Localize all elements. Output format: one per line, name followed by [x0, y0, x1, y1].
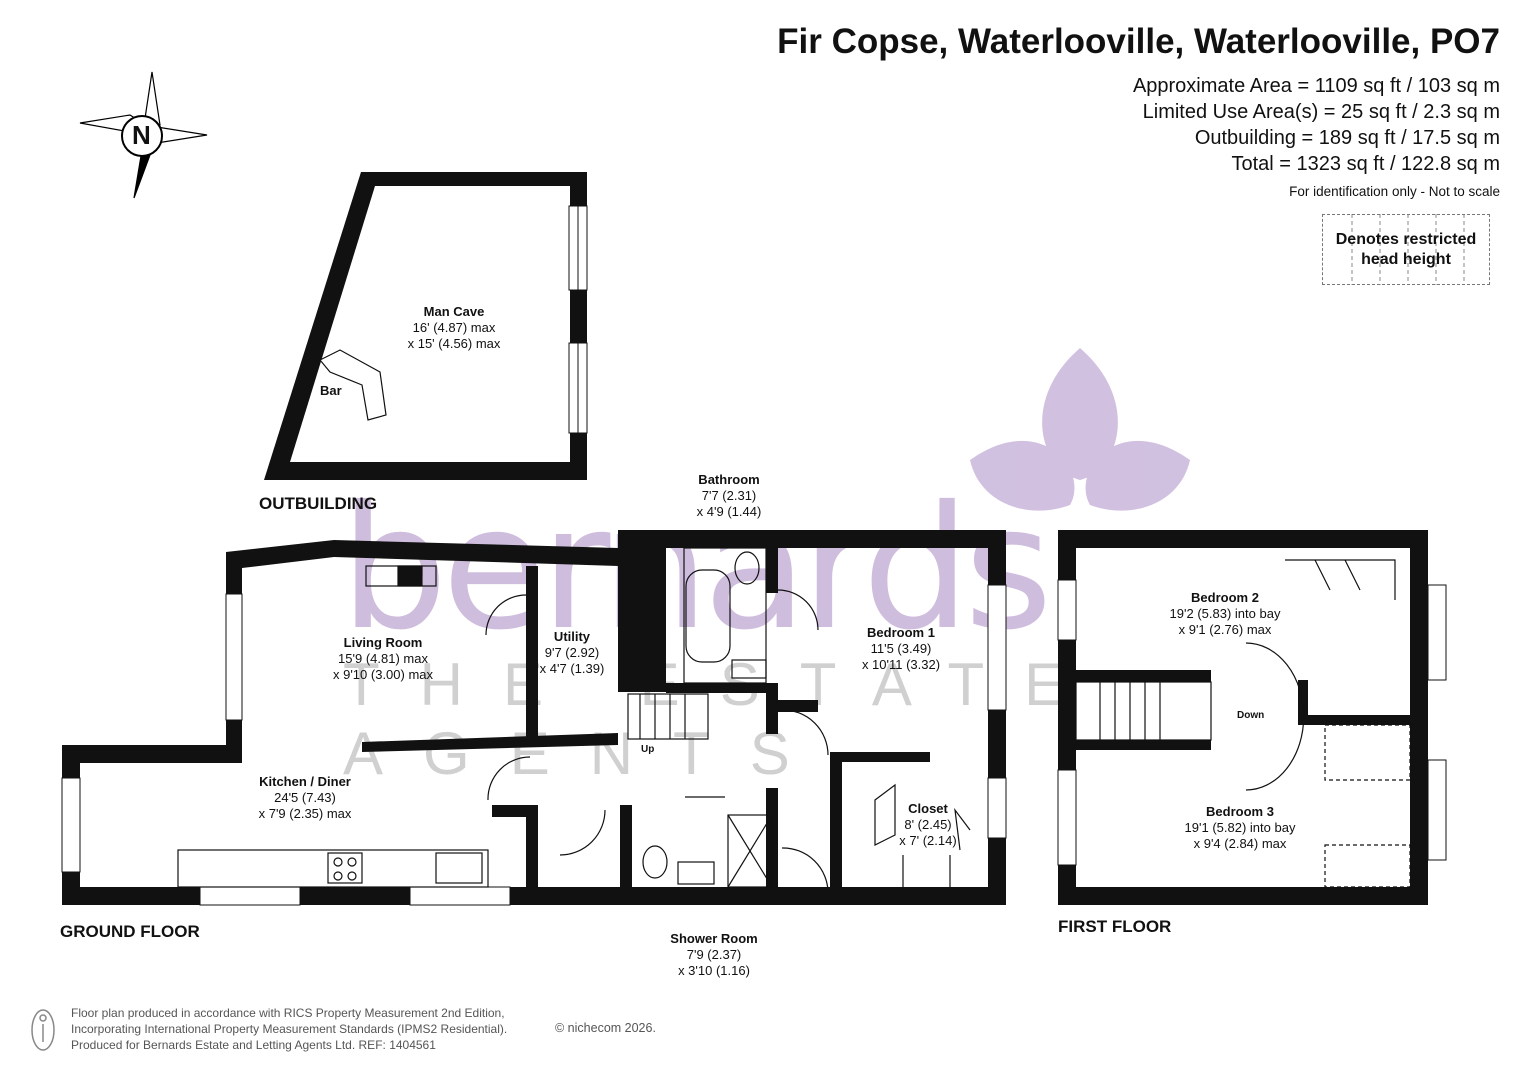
room-dim: 15'9 (4.81) max — [338, 651, 428, 666]
footer-line: Produced for Bernards Estate and Letting… — [71, 1038, 436, 1052]
legend-pattern — [1351, 214, 1465, 285]
room-name: Living Room — [343, 635, 423, 650]
room-kitchen-diner: Kitchen / Diner 24'5 (7.43) x 7'9 (2.35)… — [259, 774, 352, 822]
area-approximate: Approximate Area = 1109 sq ft / 103 sq m — [1132, 75, 1500, 97]
room-name: Utility — [553, 629, 591, 644]
footer-line: Floor plan produced in accordance with R… — [71, 1006, 505, 1020]
room-name: Bedroom 2 — [1191, 590, 1259, 605]
footer-disclaimer: Floor plan produced in accordance with R… — [71, 1005, 507, 1053]
room-shower-room: Shower Room 7'9 (2.37) x 3'10 (1.16) — [670, 931, 757, 979]
compass-letter: N — [132, 120, 151, 150]
room-dim: 7'7 (2.31) — [701, 488, 757, 503]
room-dim: x 9'10 (3.00) max — [332, 667, 434, 682]
room-dim: 8' (2.45) — [904, 817, 952, 832]
room-dim: x 4'7 (1.39) — [539, 661, 605, 676]
room-living-room: Living Room 15'9 (4.81) max x 9'10 (3.00… — [333, 635, 433, 683]
area-total: Total = 1323 sq ft / 122.8 sq m — [1231, 153, 1501, 175]
property-title: Fir Copse, Waterlooville, Waterlooville,… — [777, 22, 1500, 61]
legend-line-2: head height — [1361, 251, 1451, 268]
legend-line-1: Denotes restricted — [1335, 231, 1477, 248]
room-name: Shower Room — [670, 931, 758, 946]
room-bar: Bar — [320, 383, 342, 398]
room-name: Bedroom 1 — [867, 625, 935, 640]
stairs-down-label: Down — [1237, 710, 1265, 721]
room-dim: 9'7 (2.92) — [544, 645, 600, 660]
stairs-up-label: Up — [641, 744, 655, 755]
room-name: Man Cave — [423, 304, 485, 319]
room-dim: x 10'11 (3.32) — [861, 657, 941, 672]
room-name: Bathroom — [698, 472, 760, 487]
ground-floor-fixtures — [177, 547, 971, 894]
room-bedroom-3: Bedroom 3 19'1 (5.82) into bay x 9'4 (2.… — [1185, 804, 1296, 852]
restricted-head-height-legend: Denotes restricted head height — [1322, 214, 1490, 285]
room-dim: x 9'4 (2.84) max — [1193, 836, 1287, 851]
ground-floor-windows — [61, 584, 1007, 906]
room-name: Closet — [908, 801, 948, 816]
person-icon — [31, 1009, 55, 1051]
room-dim: x 9'1 (2.76) max — [1178, 622, 1272, 637]
floor-label-ground: GROUND FLOOR — [60, 922, 200, 941]
room-dim: x 7' (2.14) — [899, 833, 957, 848]
room-bedroom-2: Bedroom 2 19'2 (5.83) into bay x 9'1 (2.… — [1170, 590, 1281, 638]
room-bathroom: Bathroom 7'7 (2.31) x 4'9 (1.44) — [697, 472, 762, 520]
scale-note: For identification only - Not to scale — [1289, 184, 1500, 199]
room-dim: 11'5 (3.49) — [870, 641, 932, 656]
room-dim: 19'2 (5.83) into bay — [1169, 606, 1281, 621]
room-dim: 7'9 (2.37) — [686, 947, 742, 962]
compass-icon — [79, 71, 208, 199]
room-man-cave: Man Cave 16' (4.87) max x 15' (4.56) max — [408, 304, 501, 352]
room-dim: x 15' (4.56) max — [407, 336, 501, 351]
room-utility: Utility 9'7 (2.92) x 4'7 (1.39) — [540, 629, 605, 677]
area-outbuilding: Outbuilding = 189 sq ft / 17.5 sq m — [1194, 127, 1500, 149]
room-dim: 24'5 (7.43) — [274, 790, 336, 805]
room-name: Bedroom 3 — [1206, 804, 1274, 819]
area-limited-use: Limited Use Area(s) = 25 sq ft / 2.3 sq … — [1142, 101, 1500, 123]
room-name: Kitchen / Diner — [259, 774, 351, 789]
floor-label-outbuilding: OUTBUILDING — [259, 494, 378, 513]
room-closet: Closet 8' (2.45) x 7' (2.14) — [899, 801, 956, 849]
room-dim: x 7'9 (2.35) max — [258, 806, 352, 821]
footer-credit: © nichecom 2026. — [555, 1021, 656, 1035]
room-dim: 19'1 (5.82) into bay — [1184, 820, 1296, 835]
room-dim: 16' (4.87) max — [412, 320, 496, 335]
room-dim: x 3'10 (1.16) — [678, 963, 750, 978]
watermark-brand: bernards — [340, 470, 1053, 668]
footer-line: Incorporating International Property Mea… — [71, 1022, 508, 1036]
ground-floor-walls — [62, 530, 1006, 905]
watermark-logo — [970, 348, 1190, 511]
room-bedroom-1: Bedroom 1 11'5 (3.49) x 10'11 (3.32) — [862, 625, 940, 673]
first-floor-windows — [1057, 579, 1447, 866]
room-dim: x 4'9 (1.44) — [696, 504, 762, 519]
floor-label-first: FIRST FLOOR — [1058, 917, 1172, 936]
first-floor-fixtures — [1075, 559, 1411, 888]
outbuilding-walls — [264, 172, 588, 480]
